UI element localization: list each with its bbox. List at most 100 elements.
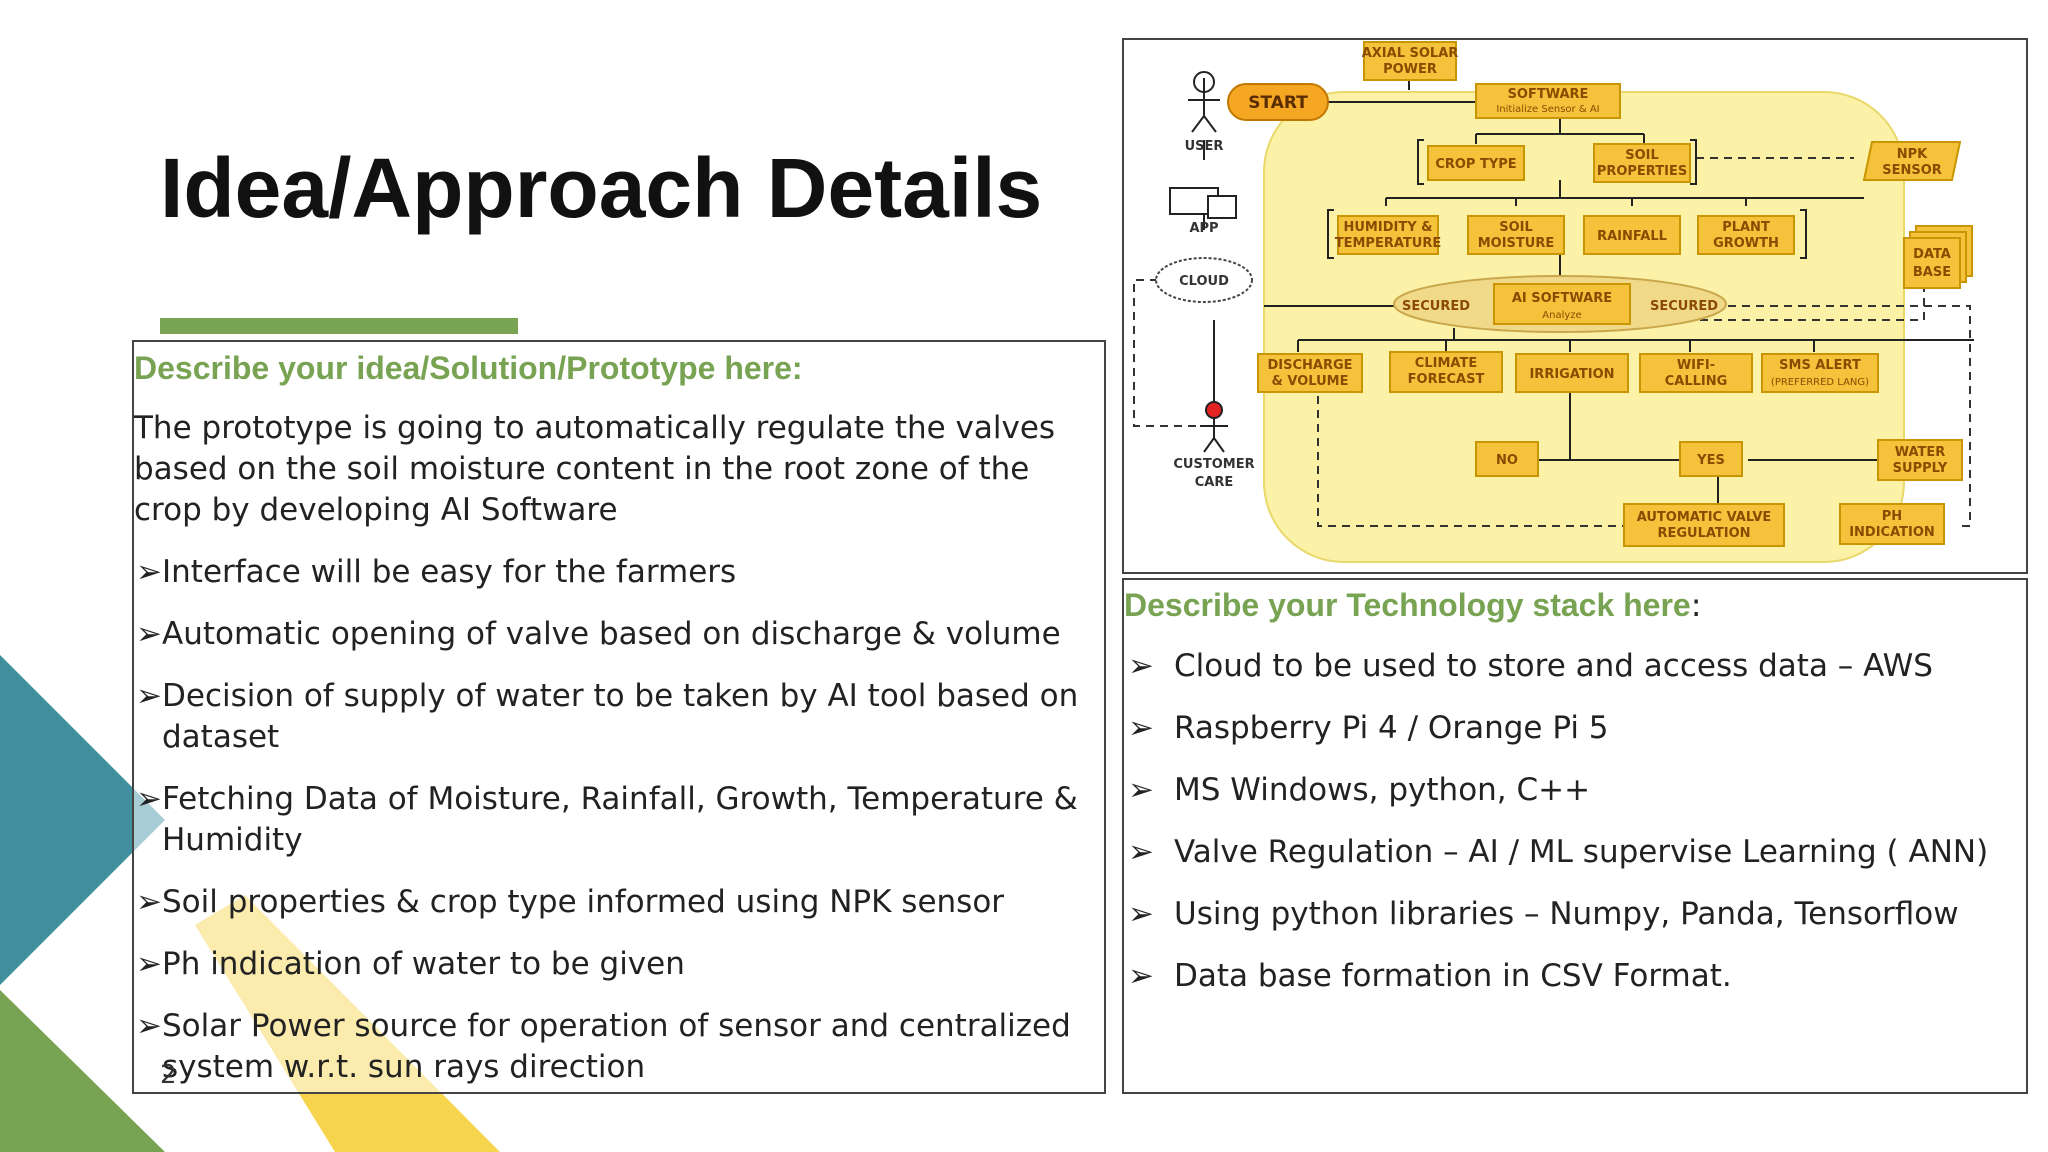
tech-bullet: ➢MS Windows, python, C++ [1124, 770, 2024, 811]
svg-text:Analyze: Analyze [1542, 310, 1581, 321]
tech-bullet: ➢Using python libraries – Numpy, Panda, … [1124, 894, 2024, 935]
sms-alert-box [1761, 353, 1879, 393]
plant-growth-box [1697, 215, 1795, 255]
svg-text:SOIL: SOIL [1499, 220, 1533, 235]
svg-text:REGULATION: REGULATION [1657, 526, 1750, 541]
svg-text:INDICATION: INDICATION [1849, 525, 1935, 540]
idea-bullet: ➢Soil properties & crop type informed us… [134, 882, 1104, 923]
svg-text:YES: YES [1696, 453, 1725, 468]
irrigation-box [1515, 353, 1629, 393]
svg-text:NO: NO [1496, 453, 1518, 468]
humidity-temperature-box [1337, 215, 1439, 255]
svg-text:Initialize Sensor & AI: Initialize Sensor & AI [1496, 104, 1599, 115]
tech-heading: Describe your Technology stack here [1124, 587, 1691, 623]
svg-text:TEMPERATURE: TEMPERATURE [1335, 236, 1441, 251]
arrow-bullet-icon: ➢ [136, 781, 162, 817]
svg-text:PH: PH [1882, 509, 1902, 524]
page-title: Idea/Approach Details [160, 141, 1043, 235]
svg-text:IRRIGATION: IRRIGATION [1529, 367, 1614, 382]
wifi-calling-box [1639, 353, 1753, 393]
svg-text:DATA: DATA [1913, 247, 1951, 262]
svg-text:NPK: NPK [1897, 147, 1928, 162]
rainfall-box [1583, 215, 1681, 255]
arrow-bullet-icon: ➢ [136, 554, 162, 590]
ph-indication-box [1839, 503, 1945, 545]
svg-text:PROPERTIES: PROPERTIES [1597, 164, 1687, 179]
customer-care-icon [1200, 401, 1228, 453]
svg-text:CLIMATE: CLIMATE [1415, 356, 1477, 371]
tech-bullet: ➢Cloud to be used to store and access da… [1124, 646, 2024, 687]
svg-text:SOFTWARE: SOFTWARE [1508, 87, 1589, 102]
climate-forecast-box [1389, 351, 1503, 393]
idea-bullet: ➢Fetching Data of Moisture, Rainfall, Gr… [136, 781, 1078, 858]
user-icon [1188, 71, 1220, 133]
idea-bullet: ➢Automatic opening of valve based on dis… [134, 614, 1104, 655]
svg-text:CALLING: CALLING [1665, 374, 1728, 389]
soil-properties-box [1593, 143, 1691, 183]
page-number: 2 [160, 1060, 177, 1090]
svg-text:WATER: WATER [1895, 445, 1946, 460]
svg-text:APP: APP [1189, 221, 1218, 236]
discharge-volume-box [1257, 353, 1363, 393]
svg-text:USER: USER [1185, 139, 1224, 154]
arrow-bullet-icon: ➢ [136, 946, 162, 982]
npk-sensor-box [1862, 141, 1962, 181]
idea-bullet: ➢Ph indication of water to be given [134, 944, 1104, 985]
tech-heading-row: Describe your Technology stack here: [1124, 586, 1702, 624]
svg-text:SOIL: SOIL [1625, 148, 1659, 163]
arrow-bullet-icon: ➢ [1128, 772, 1154, 808]
cloud-icon [1155, 257, 1253, 303]
database-box [1903, 225, 1973, 289]
svg-text:MOISTURE: MOISTURE [1478, 236, 1555, 251]
title-underline-bar [160, 318, 518, 334]
idea-bullet: ➢Interface will be easy for the farmers [134, 552, 1104, 593]
svg-text:GROWTH: GROWTH [1713, 236, 1779, 251]
water-supply-box [1877, 439, 1963, 481]
svg-text:(PREFERRED LANG): (PREFERRED LANG) [1771, 377, 1869, 388]
svg-text:POWER: POWER [1383, 62, 1437, 77]
arrow-bullet-icon: ➢ [1128, 648, 1154, 684]
svg-text:SECURED: SECURED [1402, 299, 1470, 314]
start-node [1227, 83, 1329, 121]
soil-moisture-box [1467, 215, 1565, 255]
arrow-bullet-icon: ➢ [136, 1008, 162, 1044]
svg-text:& VOLUME: & VOLUME [1272, 374, 1349, 389]
idea-heading: Describe your idea/Solution/Prototype he… [134, 350, 803, 386]
arrow-bullet-icon: ➢ [136, 678, 162, 714]
automatic-valve-regulation-box [1623, 503, 1785, 547]
crop-type-box [1427, 145, 1525, 181]
svg-text:RAINFALL: RAINFALL [1597, 229, 1667, 244]
svg-text:CLOUD: CLOUD [1179, 274, 1229, 289]
arrow-bullet-icon: ➢ [136, 884, 162, 920]
tech-stack-box: Describe your Technology stack here: ➢Cl… [1122, 578, 2028, 1094]
svg-text:SUPPLY: SUPPLY [1893, 461, 1948, 476]
system-flow-diagram: AXIAL SOLAR POWER START SOFTWARE Initial… [1122, 38, 2028, 574]
svg-text:AUTOMATIC VALVE: AUTOMATIC VALVE [1637, 510, 1772, 525]
software-box [1475, 83, 1621, 119]
svg-text:FORECAST: FORECAST [1408, 372, 1485, 387]
app-icon [1169, 187, 1237, 219]
tech-bullet: ➢Valve Regulation – AI / ML supervise Le… [1124, 832, 2024, 873]
svg-text:CROP TYPE: CROP TYPE [1435, 157, 1516, 172]
svg-text:CUSTOMER: CUSTOMER [1173, 457, 1254, 472]
arrow-bullet-icon: ➢ [1128, 896, 1154, 932]
svg-text:PLANT: PLANT [1722, 220, 1770, 235]
svg-text:SECURED: SECURED [1650, 299, 1718, 314]
yes-decision-box [1679, 441, 1743, 477]
idea-paragraph: The prototype is going to automatically … [134, 410, 1056, 528]
svg-text:AXIAL SOLAR: AXIAL SOLAR [1362, 46, 1459, 61]
svg-text:AI SOFTWARE: AI SOFTWARE [1512, 291, 1612, 306]
arrow-bullet-icon: ➢ [136, 616, 162, 652]
svg-text:START: START [1248, 93, 1308, 113]
idea-bullet: ➢Decision of supply of water to be taken… [136, 678, 1079, 755]
svg-text:DISCHARGE: DISCHARGE [1267, 358, 1352, 373]
idea-bullet: ➢Solar Power source for operation of sen… [136, 1008, 1071, 1085]
tech-bullet-list: ➢Cloud to be used to store and access da… [1124, 646, 2024, 1018]
arrow-bullet-icon: ➢ [1128, 710, 1154, 746]
svg-text:CARE: CARE [1195, 475, 1234, 490]
tech-bullet: ➢Data base formation in CSV Format. [1124, 956, 2024, 997]
arrow-bullet-icon: ➢ [1128, 958, 1154, 994]
svg-text:BASE: BASE [1913, 265, 1951, 280]
svg-text:SMS ALERT: SMS ALERT [1779, 358, 1861, 373]
idea-box: Describe your idea/Solution/Prototype he… [132, 340, 1106, 1094]
